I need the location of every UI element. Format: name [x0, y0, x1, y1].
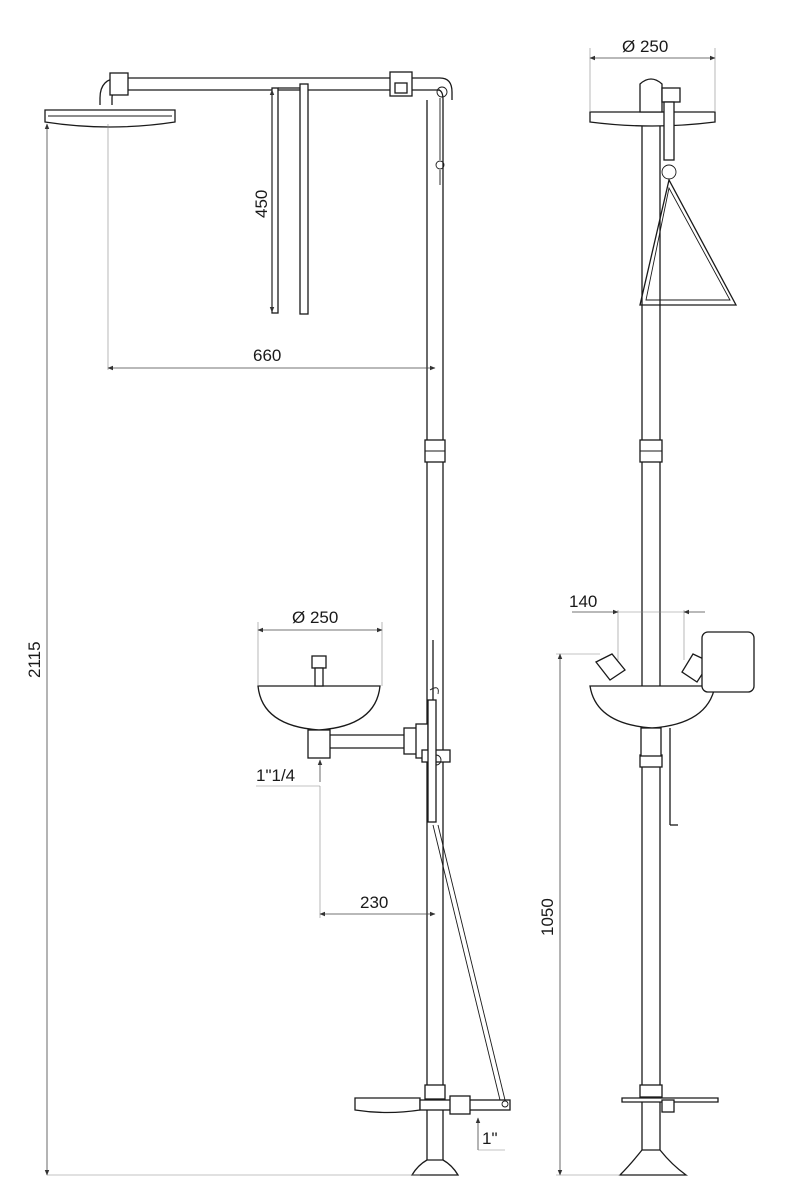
nozzle-spacing-label: 140	[569, 592, 597, 611]
bowl-diameter-label: Ø 250	[292, 608, 338, 627]
total-height-label: 2115	[25, 641, 44, 678]
inlet-size-label: 1"	[482, 1129, 498, 1148]
drain-size-label: 1"1/4	[256, 766, 295, 785]
bowl-height-label: 1050	[538, 898, 557, 936]
bowl-offset-label: 230	[360, 893, 388, 912]
arm-reach-label: 660	[253, 346, 281, 365]
pull-rod-length-label: 450	[252, 190, 271, 218]
front-view	[44, 71, 511, 1176]
side-head-diameter-label: Ø 250	[622, 37, 668, 56]
dimension-lines	[44, 48, 716, 1176]
side-view	[589, 78, 755, 1176]
